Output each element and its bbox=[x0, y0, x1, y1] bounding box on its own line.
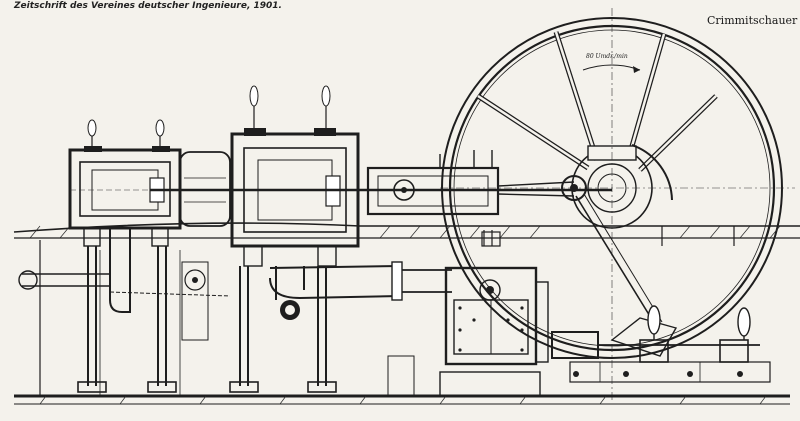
flywheel-speed-label: 80 Umdr./min bbox=[586, 53, 628, 60]
low-pressure-cylinder bbox=[229, 85, 380, 393]
pump-linkage bbox=[575, 193, 678, 357]
crosshead-guide bbox=[366, 150, 501, 247]
feed-pumps bbox=[551, 305, 771, 383]
high-pressure-cylinder bbox=[18, 119, 182, 393]
condenser bbox=[444, 266, 549, 366]
foundation bbox=[13, 222, 800, 405]
receiver bbox=[179, 151, 231, 291]
exhaust-pipe bbox=[109, 261, 452, 301]
flywheel: 80 Umdr./min bbox=[440, 8, 795, 400]
connecting-rod bbox=[497, 175, 587, 201]
foundation-bolts bbox=[483, 226, 735, 246]
journal-header: Zeitschrift des Vereines deutscher Ingen… bbox=[13, 1, 282, 11]
drawing-title: Crimmitschauer M bbox=[707, 14, 800, 27]
